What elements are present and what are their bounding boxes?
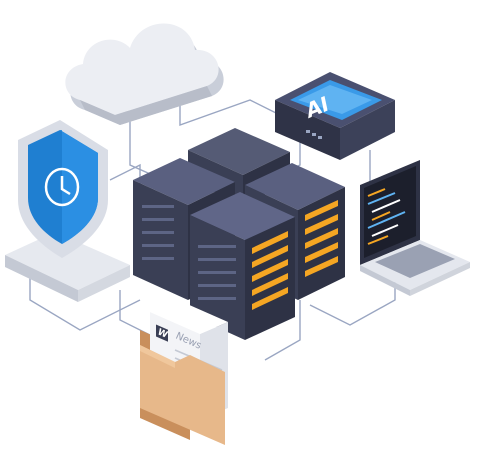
laptop-code-icon bbox=[360, 160, 470, 296]
cloud-icon bbox=[65, 23, 224, 125]
shield-clock-icon bbox=[5, 120, 130, 302]
folder-documents-icon bbox=[140, 300, 228, 445]
ai-chip-icon bbox=[275, 72, 395, 247]
server-rack-icon bbox=[133, 128, 345, 340]
document-logo: W bbox=[156, 328, 169, 341]
